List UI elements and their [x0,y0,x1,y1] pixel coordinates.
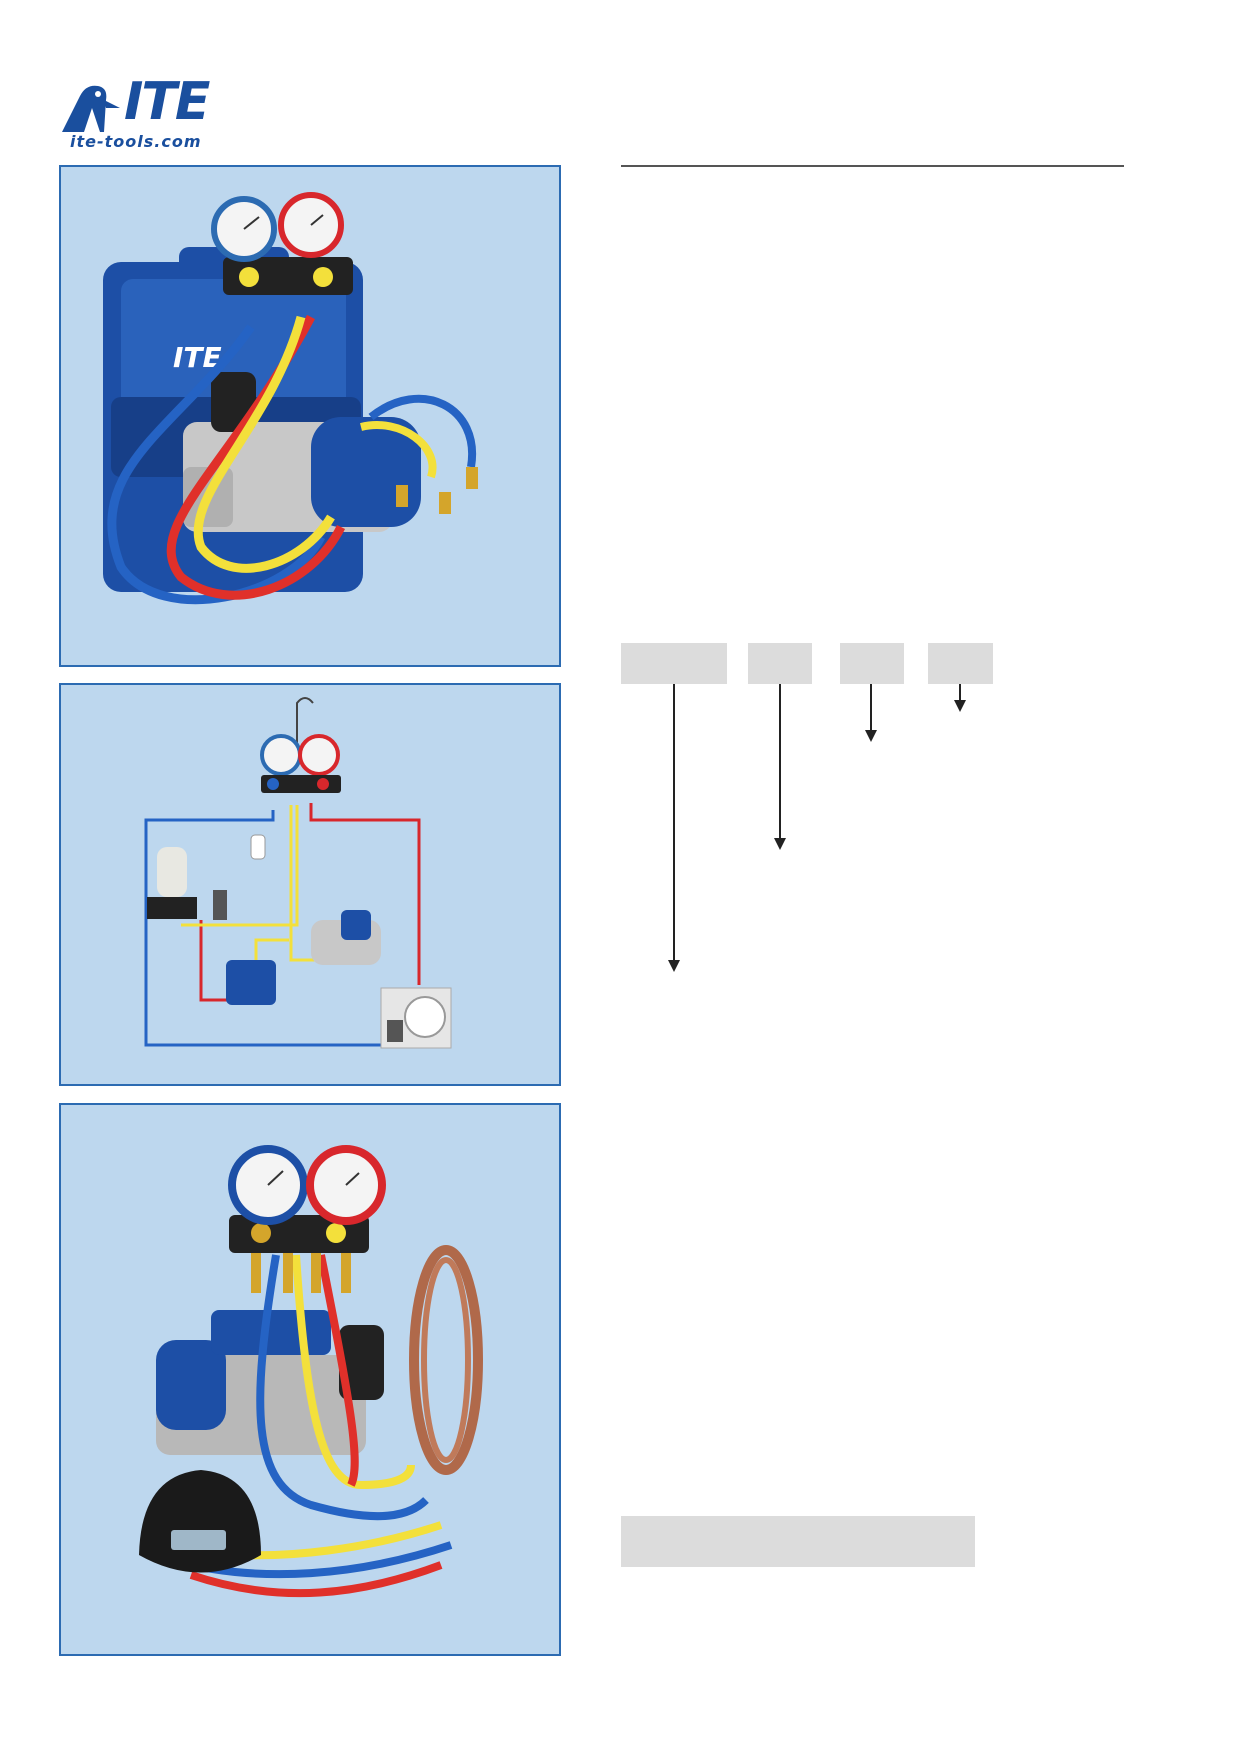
connection-diagram [144,697,452,1049]
product-photo-kit: ITE [59,165,561,667]
brand-logo: ITE ite-tools.com [58,72,238,154]
down-arrow-icon [865,684,877,742]
footer-box [621,1516,975,1567]
system-diagram [59,683,561,1086]
code-box-3 [840,643,904,684]
down-arrow-icon [954,684,966,712]
penguin-logo-icon [62,85,120,132]
brand-name: ITE [124,72,210,132]
code-box-2 [748,643,812,684]
down-arrow-icon [668,684,680,972]
code-box-4 [928,643,993,684]
section-divider [621,165,1124,167]
code-box-1 [621,643,727,684]
scale-kit-illustration [139,1145,483,1598]
brand-url[interactable]: ite-tools.com [70,132,202,151]
kit-illustration: ITE [103,192,478,605]
product-photo-scale-kit [59,1103,561,1656]
down-arrow-icon [774,684,786,850]
